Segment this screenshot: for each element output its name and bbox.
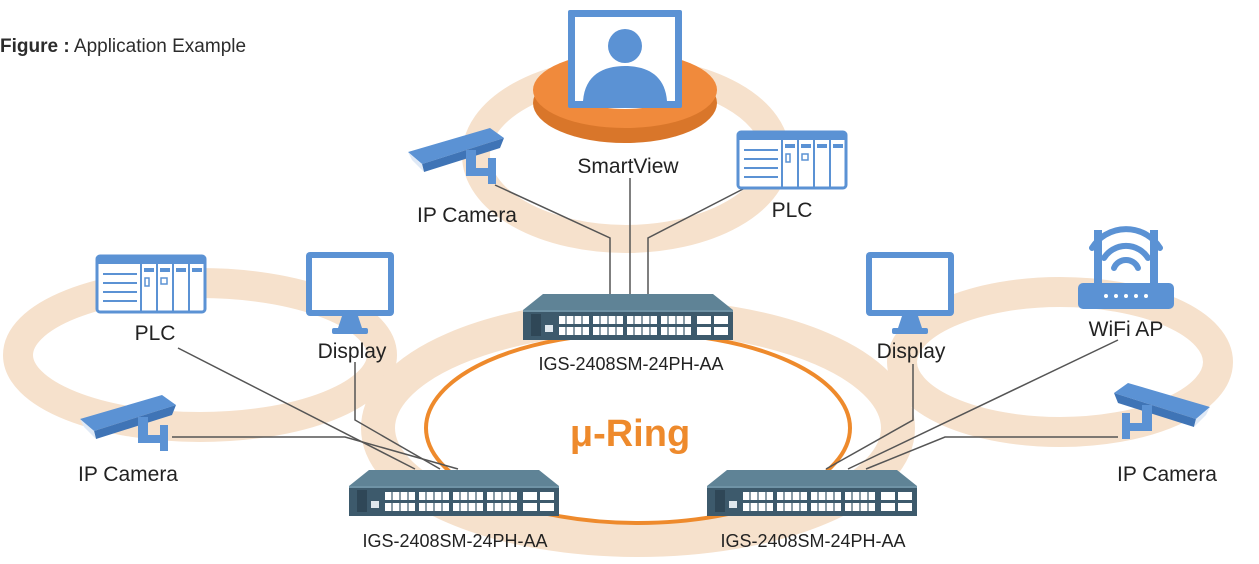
link-right-camera	[865, 436, 1118, 470]
right-ring	[887, 277, 1233, 447]
label-mu-ring: μ-Ring	[570, 413, 690, 455]
label-right-display: Display	[877, 340, 946, 363]
link-top-camera	[494, 184, 611, 296]
link-left-plc	[177, 347, 416, 470]
link-left-display	[354, 362, 441, 470]
label-left-plc: PLC	[135, 322, 176, 345]
figure-caption: Figure : Application Example	[0, 36, 246, 58]
link-lines	[172, 178, 1119, 470]
label-left-display: Display	[318, 340, 387, 363]
wifi-router-icon	[1078, 226, 1174, 309]
label-right-camera: IP Camera	[1117, 463, 1217, 486]
figure-title: Application Example	[73, 36, 247, 57]
ethernet-switch-icon	[522, 293, 734, 341]
plc-icon	[736, 130, 848, 190]
monitor-person-icon	[568, 10, 682, 108]
label-left-camera: IP Camera	[78, 463, 178, 486]
link-left-camera	[172, 436, 459, 470]
ethernet-switch-icon	[348, 469, 560, 517]
label-right-wifi: WiFi AP	[1089, 318, 1164, 341]
smartview-station	[533, 10, 717, 143]
figure-label: Figure :	[0, 36, 70, 57]
label-top-plc: PLC	[772, 199, 813, 222]
link-right-wifi	[847, 339, 1119, 470]
label-top-switch: IGS-2408SM-24PH-AA	[538, 354, 723, 374]
ethernet-switch-icon	[706, 469, 918, 517]
plc-icon	[95, 254, 207, 314]
label-right-switch: IGS-2408SM-24PH-AA	[720, 531, 905, 551]
link-right-display	[825, 364, 914, 470]
label-left-switch: IGS-2408SM-24PH-AA	[362, 531, 547, 551]
label-smartview: SmartView	[577, 155, 679, 178]
link-top-plc	[647, 187, 746, 296]
label-top-camera: IP Camera	[417, 204, 517, 227]
